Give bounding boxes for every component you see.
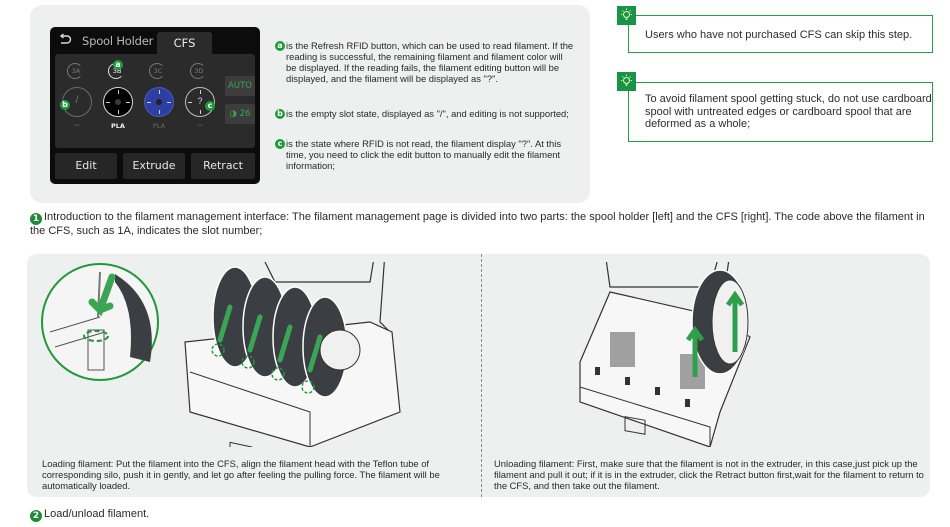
humidity-indicator[interactable]: ◑ 26: [225, 104, 255, 124]
filament-name-3d: --: [197, 121, 203, 129]
tube-closeup-inset: [41, 263, 159, 381]
spool-hub-icon: [115, 99, 121, 105]
spool-slot-3b[interactable]: [103, 87, 133, 117]
auto-button[interactable]: AUTO: [225, 76, 255, 96]
extrude-button[interactable]: Extrude: [123, 153, 185, 179]
tab-spool-holder[interactable]: Spool Holder: [82, 34, 154, 48]
filament-name-3c: PLA: [152, 122, 166, 130]
annotation-a: a is the Refresh RFID button, which can …: [275, 40, 575, 84]
dashed-divider: [481, 254, 482, 497]
unknown-filament-symbol: ?: [197, 96, 203, 106]
cfs-unit-drawing: [184, 262, 401, 447]
refresh-rfid-button-3d[interactable]: 3D: [189, 63, 209, 79]
tip-text: To avoid filament spool getting stuck, d…: [645, 93, 932, 130]
screen-tab-bar: Spool Holder CFS: [50, 27, 260, 54]
filament-name-3a: --: [74, 121, 80, 129]
annotation-text: is the state where RFID is not read, the…: [286, 138, 562, 171]
refresh-rfid-button-3c[interactable]: 3C: [148, 63, 168, 79]
tip-text: Users who have not purchased CFS can ski…: [645, 29, 913, 41]
annotation-text: is the Refresh RFID button, which can be…: [286, 40, 574, 84]
lightbulb-tip-icon: [617, 72, 636, 91]
annotation-b: b is the empty slot state, displayed as …: [275, 108, 575, 119]
loading-filament-caption: Loading filament: Put the filament into …: [42, 458, 440, 491]
step-text: Introduction to the filament management …: [30, 211, 925, 237]
cfs-slots-area: 3A 3B 3C 3D / ? -- PLA PLA -- AUTO ◑ 26: [55, 54, 255, 148]
spool-slot-3c[interactable]: [144, 87, 174, 117]
spool-hub-icon: [156, 99, 162, 105]
lightbulb-tip-icon: [617, 6, 636, 25]
load-unload-panel: [27, 254, 930, 497]
unloading-filament-illustration: [579, 262, 751, 447]
tip-box-cfs-skip: Users who have not purchased CFS can ski…: [628, 15, 933, 53]
filament-management-screen: Spool Holder CFS 3A 3B 3C 3D / ? -- PLA …: [50, 27, 260, 184]
annotation-c: c is the state where RFID is not read, t…: [275, 138, 575, 171]
humidity-drop-icon: ◑: [229, 109, 237, 119]
callout-marker-a: a: [113, 60, 123, 70]
empty-slot-symbol: /: [75, 95, 79, 106]
annotation-badge: c: [275, 139, 285, 149]
unloading-filament-caption: Unloading filament: First, make sure tha…: [494, 458, 924, 491]
annotation-text: is the empty slot state, displayed as "/…: [286, 108, 569, 119]
refresh-rfid-button-3a[interactable]: 3A: [66, 63, 86, 79]
loading-filament-illustration: [41, 262, 401, 447]
callout-marker-c: c: [205, 101, 215, 111]
step-number-badge: 1: [30, 213, 42, 225]
annotation-badge: a: [275, 41, 285, 51]
tip-box-cardboard-spool: To avoid filament spool getting stuck, d…: [628, 82, 933, 142]
filament-name-3b: PLA: [111, 122, 125, 130]
cfs-unit-drawing: [579, 262, 751, 447]
step-number-badge: 2: [30, 510, 42, 522]
callout-marker-b: b: [60, 100, 70, 110]
retract-button[interactable]: Retract: [191, 153, 255, 179]
humidity-value: 26: [239, 109, 251, 119]
spool-slot-3d[interactable]: ?: [185, 87, 215, 117]
step-text: Load/unload filament.: [44, 508, 150, 520]
return-arrow-icon[interactable]: [58, 33, 72, 47]
annotation-badge: b: [275, 109, 285, 119]
edit-button[interactable]: Edit: [55, 153, 117, 179]
tab-cfs[interactable]: CFS: [157, 32, 212, 54]
